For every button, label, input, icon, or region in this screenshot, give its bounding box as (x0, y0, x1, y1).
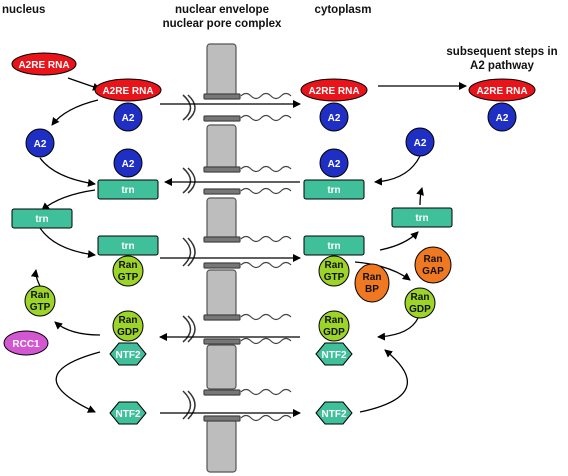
ran-label: Ran (119, 260, 138, 271)
gtp-label: GTP (324, 272, 345, 283)
gdp-label: GDP (409, 304, 431, 315)
arrow (39, 227, 96, 259)
trn-label: trn (327, 241, 340, 252)
arrow (374, 155, 421, 186)
a2-label: A2 (328, 159, 341, 170)
trn-label: trn (35, 214, 48, 225)
pore-block (206, 197, 237, 241)
ran-bp: Ran BP (354, 263, 390, 303)
trn-label: trn (415, 213, 428, 224)
a2re-rna-label: A2RE RNA (476, 86, 527, 97)
nucleus-a2re-rna-complex: A2RE RNA A2 (94, 78, 162, 132)
ntf2-label: NTF2 (116, 350, 141, 361)
a2-pathway-header: A2 pathway (470, 60, 535, 72)
arrow (67, 77, 101, 91)
ran-gap-label-line2: GAP (422, 266, 444, 277)
arrow (39, 157, 96, 187)
nucleus-trn-rangtp-complex: trn Ran GTP (97, 235, 159, 287)
cytoplasm-trn-rangtp-complex: trn Ran GTP (303, 235, 365, 287)
a2-label: A2 (122, 159, 135, 170)
nucleus-rangdp-ntf2-complex: Ran GDP NTF2 (109, 310, 147, 366)
nucleus-trn-a2-complex: A2 trn (97, 148, 159, 200)
trn-label: trn (121, 185, 134, 196)
arrow (30, 269, 41, 287)
ran-label: Ran (325, 260, 344, 271)
cytoplasm-free-rangdp: Ran GDP (404, 287, 436, 319)
nucleus-header: nucleus (2, 4, 45, 16)
arrow (54, 321, 101, 336)
a2-label: A2 (414, 138, 427, 149)
ran-bp-label-line1: Ran (363, 272, 382, 283)
ntf2-label: NTF2 (116, 409, 141, 420)
nucleus-free-ntf2: NTF2 (109, 401, 147, 425)
cytoplasm-free-ntf2: NTF2 (315, 401, 353, 425)
arrows (30, 77, 467, 417)
arrow (359, 349, 409, 413)
arrow (55, 351, 101, 413)
rcc1: RCC1 (3, 330, 49, 356)
nuclear-pore-column (206, 43, 237, 473)
nucleus-free-a2: A2 (25, 128, 55, 158)
ran-label: Ran (31, 290, 50, 301)
pore-block (206, 124, 237, 171)
ran-label: Ran (325, 315, 344, 326)
cytoplasm-free-a2: A2 (405, 127, 435, 157)
pore-channels (182, 92, 292, 422)
cytoplasm-a2re-rna-complex: A2RE RNA A2 (300, 78, 368, 132)
trn-label: trn (327, 185, 340, 196)
arrow (416, 187, 424, 206)
gdp-label: GDP (117, 327, 139, 338)
ntf2-label: NTF2 (322, 409, 347, 420)
gtp-label: GTP (118, 272, 139, 283)
arrow (379, 231, 419, 251)
nucleus-free-trn: trn (11, 208, 73, 229)
ran-label: Ran (411, 292, 430, 303)
cytoplasm-trn-a2-complex: A2 trn (303, 148, 365, 200)
pore-block (206, 43, 237, 97)
a2-label: A2 (328, 113, 341, 124)
arrow (51, 99, 99, 126)
ran-gap-label-line1: Ran (424, 254, 443, 265)
ran-label: Ran (119, 315, 138, 326)
subsequent-a2re-rna-complex: A2RE RNA A2 (468, 78, 536, 132)
nucleus-free-rangtp: Ran GTP (24, 285, 56, 317)
cytoplasm-free-trn: trn (391, 207, 453, 228)
ran-gap: Ran GAP (414, 246, 452, 284)
subsequent-steps-header: subsequent steps in (446, 46, 557, 58)
nucleus-free-a2re-rna: A2RE RNA (11, 52, 77, 76)
cytoplasm-rangdp-ntf2-complex: Ran GDP NTF2 (315, 310, 353, 366)
gdp-label: GDP (323, 327, 345, 338)
cytoplasm-header: cytoplasm (315, 4, 372, 16)
a2-label: A2 (496, 113, 509, 124)
arrow (377, 317, 419, 341)
pore-block (206, 269, 237, 317)
a2re-rna-label: A2RE RNA (18, 60, 69, 71)
nuclear-envelope-header: nuclear envelope (175, 4, 269, 16)
arrow (41, 189, 96, 211)
a2re-rna-label: A2RE RNA (102, 86, 153, 97)
trn-label: trn (121, 241, 134, 252)
pore-block (206, 344, 237, 390)
nuclear-pore-complex-header: nuclear pore complex (163, 18, 282, 30)
pore-block (206, 419, 237, 473)
rcc1-label: RCC1 (12, 339, 40, 350)
arrow (354, 261, 411, 281)
ntf2-label: NTF2 (322, 350, 347, 361)
a2re-rna-label: A2RE RNA (308, 86, 359, 97)
a2-label: A2 (122, 113, 135, 124)
gtp-label: GTP (30, 302, 51, 313)
ran-bp-label-line2: BP (365, 284, 379, 295)
a2-label: A2 (34, 139, 47, 150)
